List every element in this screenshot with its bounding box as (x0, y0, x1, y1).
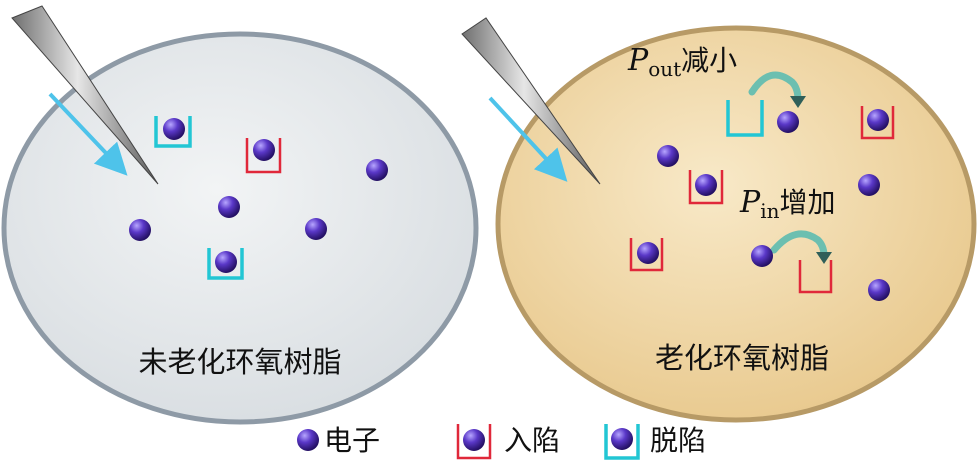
electron (129, 219, 151, 241)
electron (218, 196, 240, 218)
annotation-out-subscript: out (648, 57, 681, 81)
electron (695, 174, 717, 196)
needle-electrode-icon (11, 5, 159, 185)
electron (657, 145, 679, 167)
trap-well (629, 238, 664, 272)
electron (867, 109, 889, 131)
hop-arrow-icon (770, 230, 828, 260)
electron (305, 218, 327, 240)
legend-trapped-label: 入陷 (504, 424, 560, 457)
electron (253, 139, 275, 161)
trap-well (245, 138, 282, 174)
annotation-in: Pin增加 (739, 185, 835, 223)
trap-well (860, 106, 895, 140)
detrap-well (154, 116, 192, 148)
detrap-well (726, 100, 764, 137)
right-resin-ellipse (495, 25, 977, 423)
hop-arrow-head (790, 96, 806, 108)
injection-arrow-icon (48, 92, 128, 176)
legend-detrapped-label: 脱陷 (650, 424, 706, 457)
electron (611, 428, 633, 450)
injection-arrow-icon (488, 96, 568, 182)
legend: 电子 入陷 脱陷 (297, 424, 706, 460)
electron (637, 242, 659, 264)
hop-arrow-head (816, 252, 832, 264)
legend-electron-icon (297, 429, 319, 451)
electron (858, 174, 880, 196)
right-panel: Pout减小 Pin增加 老化环氧树脂 (461, 17, 977, 423)
electron (215, 251, 237, 273)
electron (463, 429, 485, 451)
annotation-in-subscript: in (760, 199, 779, 223)
hop-arrow-icon (748, 71, 802, 104)
trap-well (688, 170, 724, 205)
annotation-in-text: 增加 (779, 186, 835, 219)
left-panel: 未老化环氧树脂 (1, 5, 479, 425)
needle-electrode-icon (461, 17, 601, 185)
trap-well (798, 260, 833, 294)
right-panel-label: 老化环氧树脂 (655, 341, 829, 375)
annotation-out-symbol: P (627, 43, 649, 78)
electron (163, 118, 185, 140)
electron (751, 245, 773, 267)
electron (366, 159, 388, 181)
electron (777, 111, 799, 133)
legend-electron-label: 电子 (324, 424, 380, 457)
legend-trapped-icon (456, 424, 492, 460)
annotation-out-text: 减小 (681, 44, 737, 77)
annotation-out: Pout减小 (627, 43, 737, 81)
electron (868, 279, 890, 301)
legend-detrapped-icon (604, 424, 640, 460)
annotation-in-symbol: P (739, 185, 761, 220)
left-panel-label: 未老化环氧树脂 (138, 345, 341, 379)
detrap-well (207, 248, 244, 280)
